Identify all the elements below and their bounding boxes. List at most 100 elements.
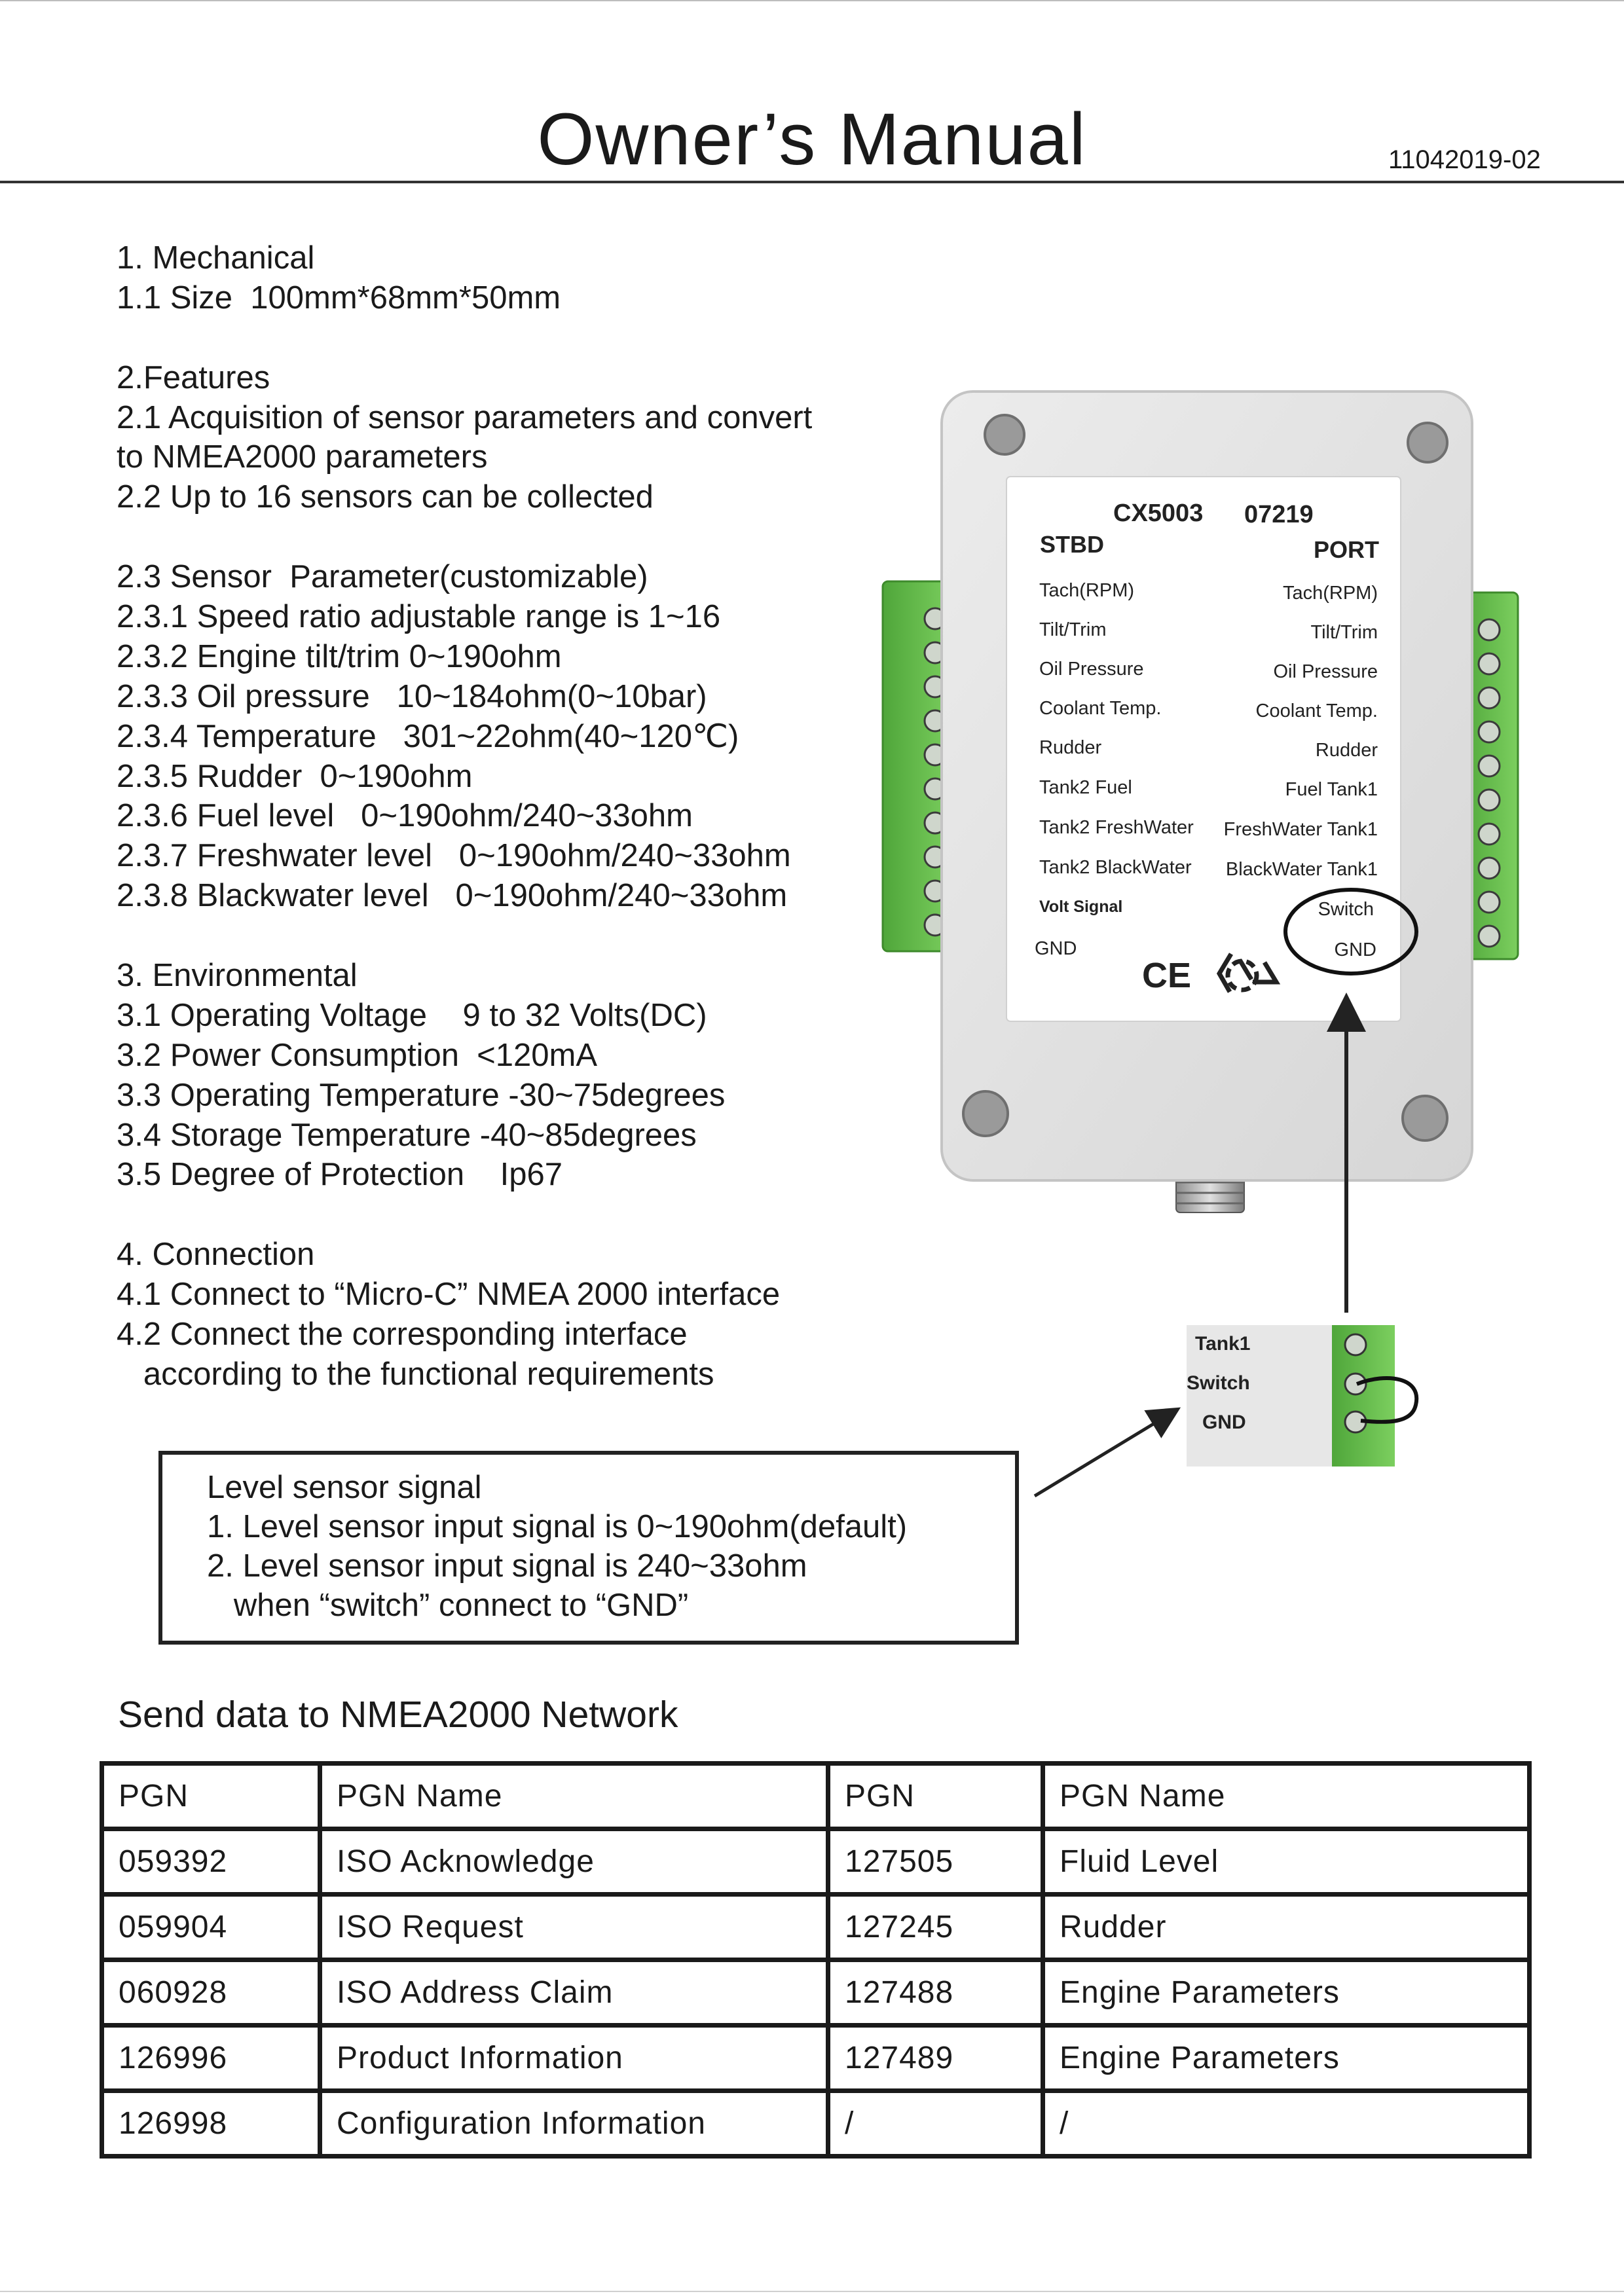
stbd-header: STBD [1040, 531, 1104, 558]
table-cell: 127505 [826, 1827, 1045, 1897]
stbd-label: Volt Signal [1039, 898, 1122, 916]
table-cell: 127489 [826, 2023, 1045, 2093]
port-label: Rudder [1316, 740, 1378, 761]
send-data-heading: Send data to NMEA2000 Network [118, 1694, 678, 1736]
table-cell: 127488 [826, 1958, 1045, 2028]
stbd-label: GND [1035, 938, 1077, 959]
table-cell: / [1041, 2088, 1532, 2159]
level-sensor-note: Level sensor signal 1. Level sensor inpu… [207, 1468, 907, 1625]
spec-line: 2.3.1 Speed ratio adjustable range is 1~… [117, 599, 721, 635]
title-rule [0, 181, 1624, 183]
level-sensor-note-box [158, 1451, 1019, 1645]
model-name: CX5003 [1113, 500, 1203, 527]
note-line: 1. Level sensor input signal is 0~190ohm… [207, 1509, 908, 1544]
spec-line: 3.3 Operating Temperature -30~75degrees [117, 1077, 726, 1113]
table-row: 059392 ISO Acknowledge 127505 Fluid Leve… [100, 1827, 1532, 1897]
spec-line: 2.3.8 Blackwater level 0~190ohm/240~33oh… [117, 878, 788, 914]
spec-line: 2.1 Acquisition of sensor parameters and… [117, 399, 813, 435]
pgn-table: PGN PGN Name PGN PGN Name 059392 ISO Ack… [100, 1761, 1532, 2159]
stbd-label: Tank2 Fuel [1039, 777, 1132, 798]
spec-line: according to the functional requirements [117, 1356, 714, 1392]
port-label: Coolant Temp. [1256, 701, 1378, 721]
table-cell: 126996 [100, 2023, 322, 2093]
table-row: 060928 ISO Address Claim 127488 Engine P… [100, 1958, 1532, 2028]
spec-line: 4.2 Connect the corresponding interface [117, 1317, 688, 1353]
jumper-wire [1356, 1376, 1419, 1424]
table-cell: / [826, 2088, 1045, 2159]
table-header-cell: PGN Name [318, 1761, 830, 1831]
spec-line: 3.5 Degree of Protection Ip67 [117, 1157, 563, 1193]
stbd-label: Rudder [1039, 737, 1101, 758]
spec-line: 1.1 Size 100mm*68mm*50mm [117, 280, 561, 316]
spec-line: to NMEA2000 parameters [117, 439, 488, 475]
mounting-holes [962, 414, 1449, 1142]
top-border [0, 0, 1624, 1]
port-label: BlackWater Tank1 [1226, 859, 1378, 880]
stbd-label: Tach(RPM) [1039, 580, 1134, 601]
port-label: GND [1335, 939, 1376, 960]
table-cell: ISO Acknowledge [318, 1827, 830, 1897]
spec-line: 2.Features [117, 359, 270, 395]
spec-line: 2.3 Sensor Parameter(customizable) [117, 559, 648, 595]
spec-line: 4. Connection [117, 1237, 315, 1273]
note-line: Level sensor signal [207, 1470, 482, 1505]
table-row: 126996 Product Information 127489 Engine… [100, 2023, 1532, 2093]
table-cell: 126998 [100, 2088, 322, 2159]
table-row: 059904 ISO Request 127245 Rudder [100, 1892, 1532, 1962]
stbd-label: Tank2 BlackWater [1039, 857, 1192, 878]
table-row: 126998 Configuration Information / / [100, 2088, 1532, 2159]
device-label [1006, 476, 1401, 1022]
note-line: 2. Level sensor input signal is 240~33oh… [207, 1548, 807, 1584]
stbd-label: Tank2 FreshWater [1039, 817, 1194, 838]
stbd-label: Oil Pressure [1039, 659, 1144, 680]
spec-line: 2.3.5 Rudder 0~190ohm [117, 758, 473, 794]
table-header-row: PGN PGN Name PGN PGN Name [100, 1761, 1532, 1831]
spec-line: 3.2 Power Consumption <120mA [117, 1037, 598, 1073]
spec-line: 2.3.4 Temperature 301~22ohm(40~120℃) [117, 718, 739, 754]
table-cell: Fluid Level [1041, 1827, 1532, 1897]
ce-mark: CE [1142, 956, 1191, 995]
spec-line: 2.2 Up to 16 sensors can be collected [117, 479, 654, 515]
port-label: Fuel Tank1 [1285, 779, 1378, 800]
spec-line: 2.3.2 Engine tilt/trim 0~190ohm [117, 638, 562, 674]
table-header-cell: PGN [100, 1761, 322, 1831]
spec-line: 1. Mechanical [117, 240, 315, 276]
spec-line: 2.3.6 Fuel level 0~190ohm/240~33ohm [117, 798, 693, 834]
page-title: Owner’s Manual [537, 98, 1087, 180]
table-cell: 059392 [100, 1827, 322, 1897]
table-cell: 060928 [100, 1958, 322, 2028]
spec-line: 2.3.3 Oil pressure 10~184ohm(0~10bar) [117, 678, 707, 714]
spec-line: 4.1 Connect to “Micro-C” NMEA 2000 inter… [117, 1277, 781, 1313]
model-code: 07219 [1244, 501, 1314, 528]
table-cell: Rudder [1041, 1892, 1532, 1962]
port-label: FreshWater Tank1 [1224, 819, 1378, 840]
detail-label-switch: Switch [1187, 1372, 1250, 1394]
table-cell: 059904 [100, 1892, 322, 1962]
right-screws [1477, 618, 1501, 948]
port-label: Tilt/Trim [1310, 622, 1378, 643]
detail-label-gnd: GND [1202, 1412, 1246, 1433]
port-label: Oil Pressure [1273, 661, 1378, 682]
port-header: PORT [1314, 536, 1379, 563]
table-cell: Engine Parameters [1041, 2023, 1532, 2093]
stbd-label: Tilt/Trim [1039, 619, 1107, 640]
table-cell: ISO Request [318, 1892, 830, 1962]
switch-gnd-highlight [1283, 888, 1418, 975]
table-cell: Configuration Information [318, 2088, 830, 2159]
port-label: Switch [1318, 899, 1374, 920]
spec-line: 3.4 Storage Temperature -40~85degrees [117, 1117, 697, 1153]
note-line: when “switch” connect to “GND” [207, 1588, 689, 1623]
spec-line: 2.3.7 Freshwater level 0~190ohm/240~33oh… [117, 838, 791, 874]
document-number: 11042019-02 [1388, 145, 1541, 174]
port-label: Tach(RPM) [1283, 583, 1378, 604]
bottom-border [0, 2291, 1624, 2292]
stbd-label: Coolant Temp. [1039, 698, 1161, 719]
table-header-cell: PGN [826, 1761, 1045, 1831]
table-cell: Engine Parameters [1041, 1958, 1532, 2028]
spec-list: 1. Mechanical 1.1 Size 100mm*68mm*50mm 2… [117, 238, 981, 1394]
spec-line: 3.1 Operating Voltage 9 to 32 Volts(DC) [117, 997, 707, 1033]
recycle-icon [1216, 953, 1281, 993]
table-cell: 127245 [826, 1892, 1045, 1962]
table-header-cell: PGN Name [1041, 1761, 1532, 1831]
